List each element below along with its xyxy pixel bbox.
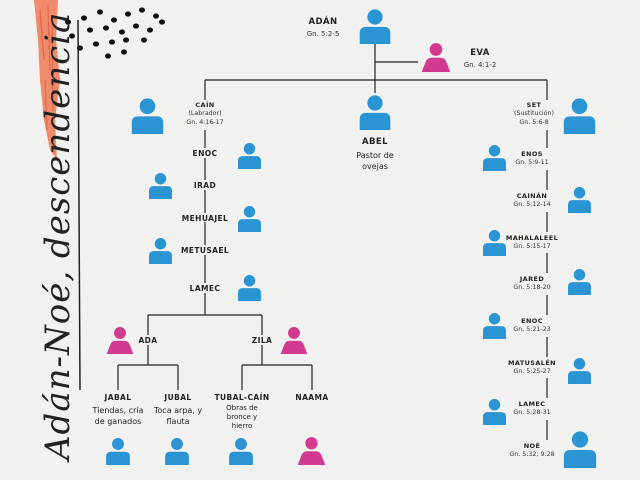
jared-name: JARED: [519, 275, 545, 283]
enos-name: ENOS: [521, 150, 543, 158]
enos-person-icon: [483, 145, 506, 171]
set-ref: Gn. 5:6-8: [519, 119, 549, 126]
abel-desc-1: Pastor de: [356, 151, 394, 160]
mahalaleel-ref: Gn. 5:15-17: [513, 243, 551, 250]
matusalen-person-icon: [568, 358, 591, 384]
jared-ref: Gn. 5:18-20: [513, 284, 551, 291]
jared-person-icon: [568, 269, 591, 295]
dot: [119, 29, 125, 35]
eva-person-icon: [421, 43, 451, 72]
dot: [109, 39, 115, 45]
dot: [81, 15, 87, 21]
zila-person-icon: [280, 327, 308, 354]
dot: [103, 25, 109, 31]
set-person-icon: [563, 98, 596, 134]
dot: [121, 49, 127, 55]
jabal-name: JABAL: [104, 393, 132, 402]
metusael-name: METUSAEL: [180, 246, 230, 255]
ada-person-icon: [106, 327, 134, 354]
dot: [153, 13, 159, 19]
enoc2-ref: Gn. 5:21-23: [513, 326, 551, 333]
enoc1-person-icon: [238, 143, 261, 169]
brush-stroke: [34, 0, 60, 160]
dot: [159, 19, 165, 25]
adan-name: ADÁN: [308, 17, 338, 27]
dot: [123, 37, 129, 43]
cainan-ref: Gn. 5:12-14: [513, 201, 551, 208]
adan-person-icon: [359, 9, 391, 44]
dot: [97, 9, 103, 15]
cain-person-icon: [131, 98, 164, 134]
noe-person-icon: [563, 431, 597, 468]
dot: [69, 33, 75, 39]
mehuajel-person-icon: [238, 206, 261, 232]
tubalcain-name: TUBAL-CAÍN: [214, 393, 270, 402]
mahalaleel-name: MAHALALEEL: [505, 234, 559, 242]
dot: [93, 41, 99, 47]
tubalcain-desc-3: hierro: [231, 422, 253, 430]
naama-person-icon: [297, 437, 326, 465]
enoc2-name: ENOC: [521, 317, 543, 325]
matusalen-name: MATUSALÉN: [507, 359, 557, 367]
zila-name: ZILA: [251, 336, 273, 345]
jubal-desc-2: flauta: [166, 417, 190, 426]
lamec2-ref: Gn. 5:28-31: [513, 409, 551, 416]
dot: [125, 11, 131, 17]
jubal-person-icon: [165, 438, 189, 465]
dot: [105, 53, 111, 59]
jubal-desc-1: Toca arpa, y: [153, 406, 203, 415]
dot: [141, 37, 147, 43]
lamec2-person-icon: [483, 399, 506, 425]
set-name: SET: [526, 101, 542, 109]
matusalen-ref: Gn. 5:25-27: [513, 368, 551, 375]
lamec2-name: LAMEC: [518, 400, 546, 408]
lamec1-name: LAMEC: [189, 284, 221, 293]
irad-name: IRAD: [193, 181, 217, 190]
enos-ref: Gn. 5:9-11: [515, 159, 549, 166]
tubalcain-person-icon: [229, 438, 253, 465]
enoc2-person-icon: [483, 313, 506, 339]
dot: [65, 19, 71, 25]
tubalcain-desc-1: Obras de: [226, 404, 258, 412]
dot: [87, 27, 93, 33]
dot: [111, 17, 117, 23]
cainan-person-icon: [568, 187, 591, 213]
dot: [77, 45, 83, 51]
naama-name: NAAMA: [295, 393, 329, 402]
set-desc: (Sustitución): [514, 110, 554, 117]
cain-name: CAÍN: [195, 101, 215, 109]
jabal-person-icon: [106, 438, 130, 465]
noe-ref: Gn. 5:32; 9:28: [509, 451, 555, 458]
abel-desc-2: ovejas: [362, 162, 388, 171]
divider-line: [77, 19, 81, 391]
adan-ref: Gn. 5:2-5: [306, 30, 340, 38]
tubalcain-desc-2: bronce y: [226, 413, 258, 421]
dot: [139, 7, 145, 13]
ada-name: ADA: [138, 336, 158, 345]
cainan-name: CAINÁN: [516, 192, 548, 200]
dot: [133, 23, 139, 29]
enoc1-name: ENOC: [192, 149, 218, 158]
mehuajel-name: MEHUAJEL: [181, 214, 229, 223]
dot: [147, 27, 153, 33]
noe-name: NOÉ: [523, 442, 541, 450]
dot-pattern: [65, 7, 165, 59]
eva-ref: Gn. 4:1-2: [463, 61, 497, 69]
cain-desc: (Labrador): [188, 110, 222, 117]
mahalaleel-person-icon: [483, 230, 506, 256]
eva-name: EVA: [470, 48, 490, 58]
cain-ref: Gn. 4:16-17: [186, 119, 224, 126]
jabal-desc-1: Tiendas, cría: [92, 406, 144, 415]
lamec1-person-icon: [238, 275, 261, 301]
metusael-person-icon: [149, 238, 172, 264]
irad-person-icon: [149, 173, 172, 199]
jubal-name: JUBAL: [164, 393, 192, 402]
abel-name: ABEL: [362, 137, 388, 147]
abel-person-icon: [359, 95, 391, 130]
jabal-desc-2: de ganados: [94, 417, 142, 426]
